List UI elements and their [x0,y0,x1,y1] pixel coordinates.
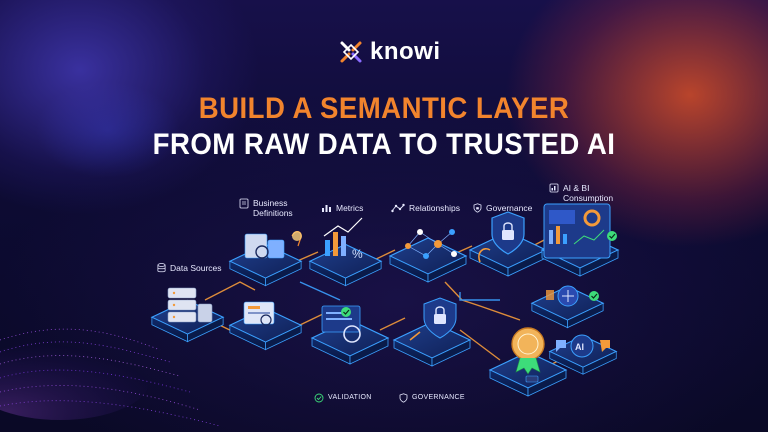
ai-bi-line-1: AI & BI [563,183,590,193]
headline-line-2: FROM RAW DATA TO TRUSTED AI [152,128,616,161]
business-definitions-line-2: Definitions [253,208,293,218]
brand-name: knowi [370,38,441,65]
svg-text:%: % [352,247,363,261]
stage-label-data-sources: Data Sources [157,263,222,273]
shield-icon [473,203,482,213]
ai-brain-tile [531,285,604,329]
svg-text:AI: AI [575,342,584,352]
headline-line-1: BUILD A SEMANTIC LAYER [198,92,570,125]
business-definitions-line-1: Business [253,198,288,208]
data-sources-label: Data Sources [170,263,222,273]
server-stack-icon [167,287,213,323]
stage-label-business-definitions: Business Definitions [239,198,293,218]
governance-lock-tile [393,297,471,367]
certified-badge-tile [489,327,567,397]
data-sources-tile [151,287,224,343]
governance-shield-tile [469,211,547,277]
relationships-tile [389,229,467,283]
metrics-label: Metrics [336,203,364,213]
stage-label-metrics: Metrics [321,203,363,213]
knowi-logo-icon [340,41,362,63]
network-icon [391,203,405,213]
relationships-label: Relationships [409,203,461,213]
ai-assistant-tile: AI [549,334,617,375]
book-icon [239,198,249,209]
footer-governance: GOVERNANCE [399,393,465,403]
governance-footer-label: GOVERNANCE [412,394,465,401]
validation-label: VALIDATION [328,394,372,401]
shield-icon [399,393,408,403]
business-definitions-tile [229,231,302,287]
dashboard-icon [549,183,559,193]
stage-label-ai-bi: AI & BI Consumption [549,183,613,203]
metrics-tile: % [309,217,382,287]
brand-logo: knowi [338,38,441,66]
ai-bi-line-2: Consumption [563,193,614,203]
database-icon [157,263,166,273]
particle-wave-decoration [0,328,221,427]
stage-label-relationships: Relationships [391,203,460,213]
definitions-review-tile [229,301,302,351]
footer-validation: VALIDATION [314,393,372,403]
bar-chart-icon [322,205,331,212]
ai-bi-dashboard-tile [541,203,619,277]
governance-label: Governance [486,203,533,213]
check-circle-icon [314,393,324,403]
validation-tile [311,305,389,365]
stage-label-governance: Governance [473,203,532,213]
